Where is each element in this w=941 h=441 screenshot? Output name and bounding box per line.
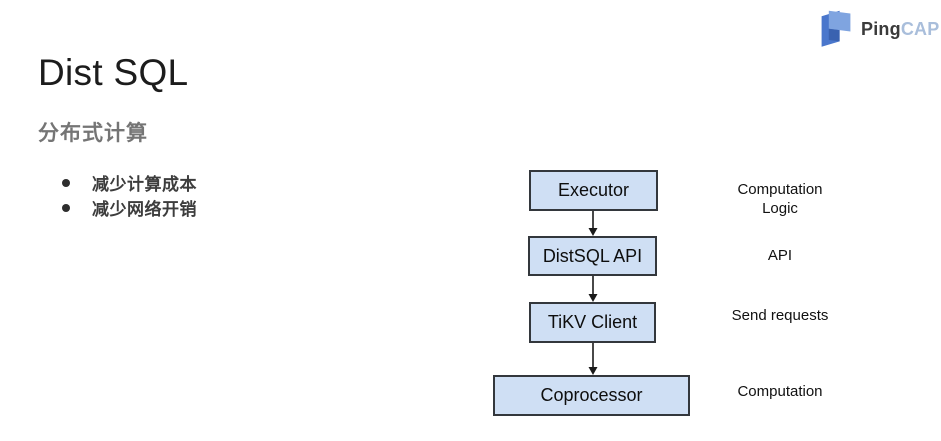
bullet-label: 减少网络开销 [92,200,197,219]
pingcap-logo-icon [818,7,854,52]
down-arrow-icon [587,276,599,302]
list-item: 减少网络开销 [62,195,197,220]
bullet-label: 减少计算成本 [92,175,197,194]
logo-text-dark: Ping [861,19,901,39]
bullet-list: 减少计算成本 减少网络开销 [62,170,197,220]
annotation-computation: Computation [737,383,823,400]
down-arrow-icon [587,211,599,236]
bullet-icon [62,203,70,212]
page-title: Dist SQL [38,52,189,93]
list-item: 减少计算成本 [62,170,197,195]
bullet-icon [62,178,70,187]
logo-text-light: CAP [900,19,940,39]
annotation-api: API [767,247,793,264]
pingcap-logo-text: PingCAP [861,19,939,40]
annotation-computation-logic: Computation Logic [737,181,823,217]
page-subtitle: 分布式计算 [38,122,148,145]
diagram-node-distsql-api: DistSQL API [528,236,657,276]
diagram-node-executor: Executor [529,170,658,211]
diagram-node-coprocessor: Coprocessor [493,375,690,416]
down-arrow-icon [587,343,599,375]
diagram-node-tikv-client: TiKV Client [529,302,656,343]
annotation-send-requests: Send requests [731,307,829,324]
pingcap-logo: PingCAP [818,7,939,52]
